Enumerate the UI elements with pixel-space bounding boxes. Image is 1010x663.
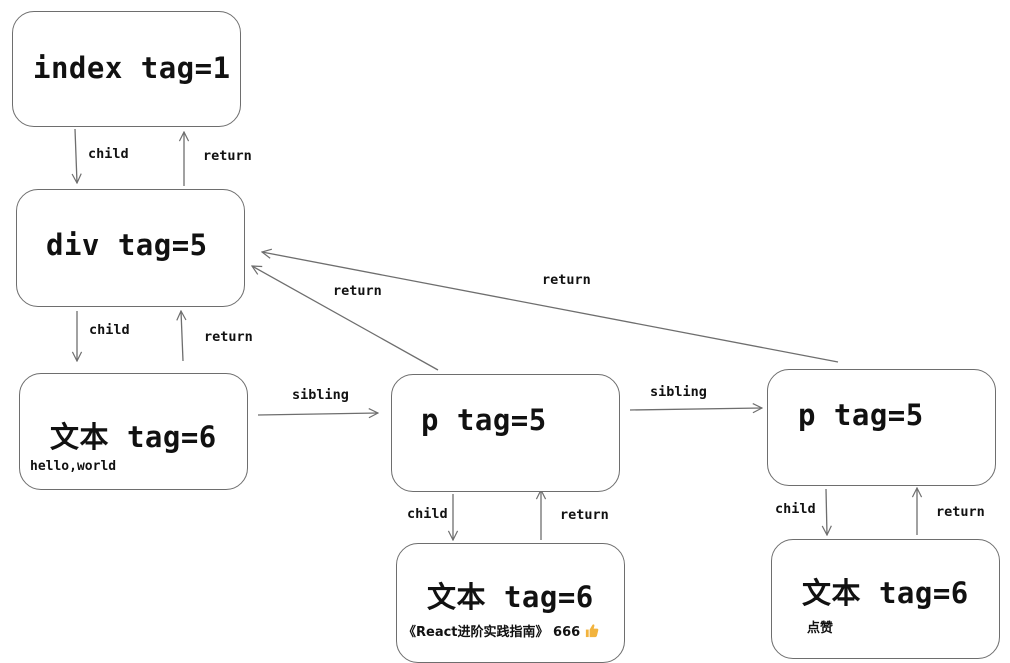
node-text1: 文本 tag=6 hello,world [19, 373, 248, 490]
edge-label-div-text1-child: child [89, 322, 130, 338]
node-text-content-label: 《React进阶实践指南》 666 [403, 625, 581, 640]
edge-p2-text3-child [826, 488, 827, 535]
edge-label-index-div-child: child [88, 146, 129, 162]
thumbs-up-icon [586, 624, 599, 638]
edge-label-text3-p2-return: return [936, 504, 985, 520]
edge-label-p1-div-return: return [333, 283, 382, 299]
edge-p2-div-return [262, 252, 839, 363]
node-title: p tag=5 [421, 403, 547, 437]
node-title: index tag=1 [33, 51, 231, 85]
edge-label-text1-p1-sibling: sibling [292, 387, 349, 403]
node-div: div tag=5 [16, 189, 245, 307]
node-text3: 文本 tag=6 点赞 [771, 539, 1000, 659]
edge-p1-div-return [252, 266, 439, 371]
edge-index-div-child [75, 128, 77, 183]
node-title: 文本 tag=6 [50, 420, 217, 454]
node-p2: p tag=5 [767, 369, 996, 486]
edge-label-p2-text3-child: child [775, 501, 816, 517]
edge-label-text1-div-return: return [204, 329, 253, 345]
node-text-content: hello,world [30, 459, 117, 474]
node-text-content: 《React进阶实践指南》 666 [403, 621, 599, 640]
node-title: div tag=5 [46, 228, 208, 262]
edge-label-div-index-return: return [203, 148, 252, 164]
edge-text1-p1-sibling [257, 413, 378, 415]
node-title: 文本 tag=6 [427, 580, 594, 614]
edge-label-text2-p1-return: return [560, 507, 609, 523]
edge-text1-div-return [181, 311, 183, 362]
node-text-content: 点赞 [807, 621, 834, 636]
node-title: p tag=5 [798, 398, 924, 432]
edge-label-p1-text2-child: child [407, 506, 448, 522]
edge-label-p1-p2-sibling: sibling [650, 384, 707, 400]
node-title: 文本 tag=6 [802, 576, 969, 610]
node-text2: 文本 tag=6 《React进阶实践指南》 666 [396, 543, 625, 663]
edge-p1-p2-sibling [629, 408, 762, 410]
edge-label-p2-div-return: return [542, 272, 591, 288]
node-p1: p tag=5 [391, 374, 620, 492]
node-index: index tag=1 [12, 11, 241, 127]
diagram-arrows [0, 128, 1010, 646]
